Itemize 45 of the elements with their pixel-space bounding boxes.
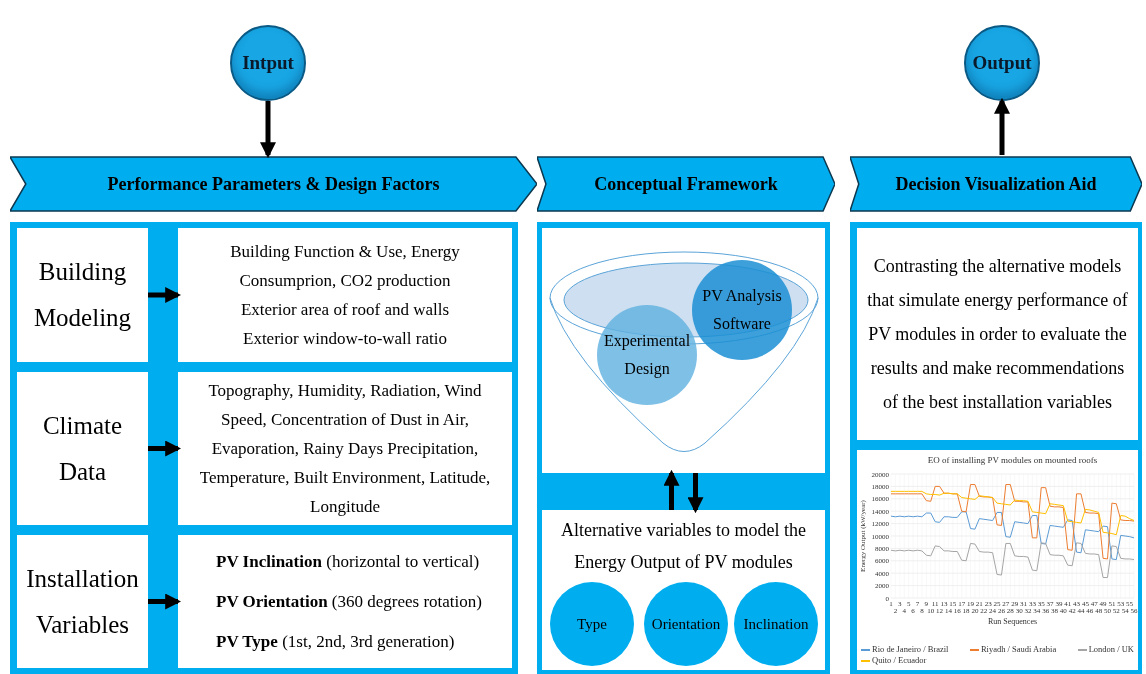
category-title: Building Modeling bbox=[32, 257, 133, 333]
variables-text: Alternative variables to model the Energy Output of PV modules bbox=[560, 519, 807, 574]
circle-label: Intput bbox=[242, 50, 294, 75]
bubble bbox=[692, 260, 792, 360]
description-text: Contrasting the alternative models that simulate energy performance of PV modules in order to evaluate the results and make recommendations of the best installation variables bbox=[866, 255, 1129, 414]
description-box bbox=[857, 228, 1138, 440]
legend-text: Riyadh / Saudi Arabia bbox=[980, 644, 1057, 655]
chart-title: EO of installing PV modules on mounted roofs bbox=[927, 455, 1098, 465]
category-box bbox=[17, 372, 148, 525]
arrow bbox=[663, 469, 680, 510]
legend-text: London / UK bbox=[1088, 644, 1134, 655]
funnel-panel bbox=[542, 228, 825, 473]
bubble-label: Experimental Design bbox=[602, 331, 692, 380]
arrow bbox=[994, 97, 1010, 155]
axis-title: Run Sequences bbox=[987, 617, 1038, 626]
arrow bbox=[148, 440, 182, 457]
description-text: Exterior window-to-wall ratio bbox=[243, 328, 447, 350]
arrow bbox=[148, 287, 182, 303]
banner-title: Conceptual Framework bbox=[594, 172, 778, 196]
legend-text: Quito / Ecuador bbox=[872, 655, 927, 666]
category-box bbox=[17, 228, 148, 362]
legend-text: Rio de Janeiro / Brazil bbox=[872, 644, 949, 655]
circle-label: Output bbox=[972, 50, 1032, 75]
arrow bbox=[260, 101, 276, 159]
variable-text: PV Inclination (horizontal to vertical) bbox=[216, 550, 480, 573]
description-box bbox=[178, 372, 512, 525]
variables-box bbox=[542, 510, 825, 670]
description-text: Building Function & Use, Energy Consumprion, CO2 production bbox=[229, 241, 461, 292]
banner-title: Performance Parameters & Design Factors bbox=[107, 172, 440, 196]
variable-text: PV Orientation (360 degrees rotation) bbox=[216, 590, 482, 613]
variable-label: Orientation bbox=[651, 614, 721, 634]
variable-label: Inclination bbox=[743, 614, 809, 634]
category-title: Installation Variables bbox=[25, 563, 140, 640]
banner-title: Decision Visualization Aid bbox=[895, 172, 1097, 196]
bubble-label: PV Analysis Software bbox=[701, 286, 783, 334]
variable-text: PV Type (1st, 2nd, 3rd generation) bbox=[216, 630, 455, 653]
description-text: Exterior area of roof and walls bbox=[240, 299, 450, 321]
category-box bbox=[17, 535, 148, 668]
description-box bbox=[178, 228, 512, 362]
category-title: Climate Data bbox=[41, 410, 124, 487]
description-box bbox=[178, 535, 512, 668]
arrow bbox=[687, 473, 704, 514]
description-text: Topography, Humidity, Radiation, Wind Speed, Concentration of Dust in Air, Evaporation, Rainy Days Precipitation, Temperature, Built Environment, Latitude, Longitude bbox=[198, 380, 492, 518]
arrow bbox=[148, 593, 182, 610]
variable-label: Type bbox=[577, 614, 607, 634]
